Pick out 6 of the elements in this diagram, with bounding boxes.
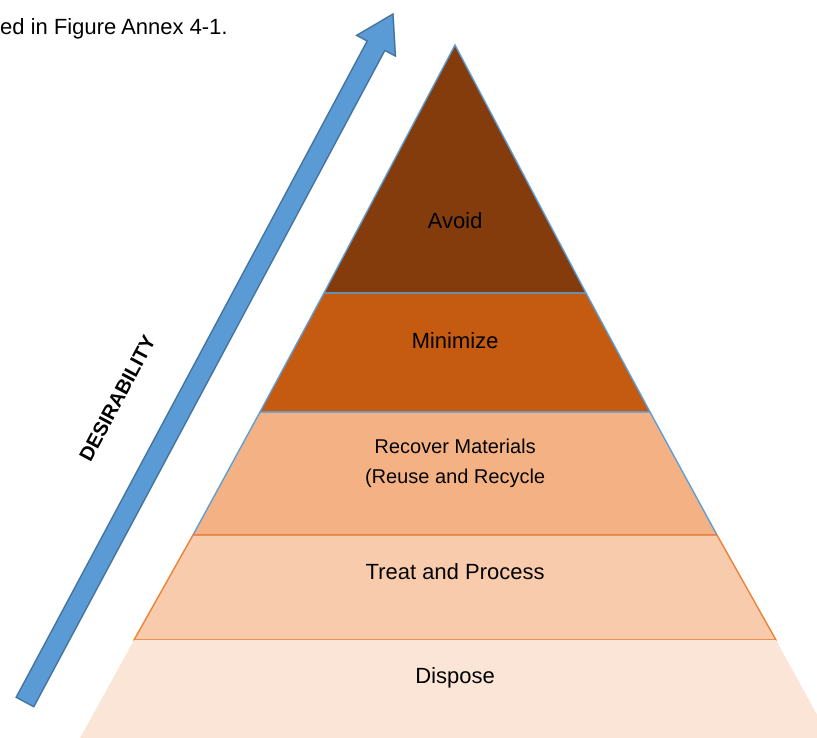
layer-label: Minimize <box>410 326 500 354</box>
layer-label: Treat and Process <box>364 558 546 586</box>
layer-label: Avoid <box>426 206 484 234</box>
body-text: ed in Figure Annex 4-1. <box>0 14 228 40</box>
layer-label: Dispose <box>414 662 496 690</box>
layer-label: Recover Materials (Reuse and Recycle <box>364 435 546 490</box>
